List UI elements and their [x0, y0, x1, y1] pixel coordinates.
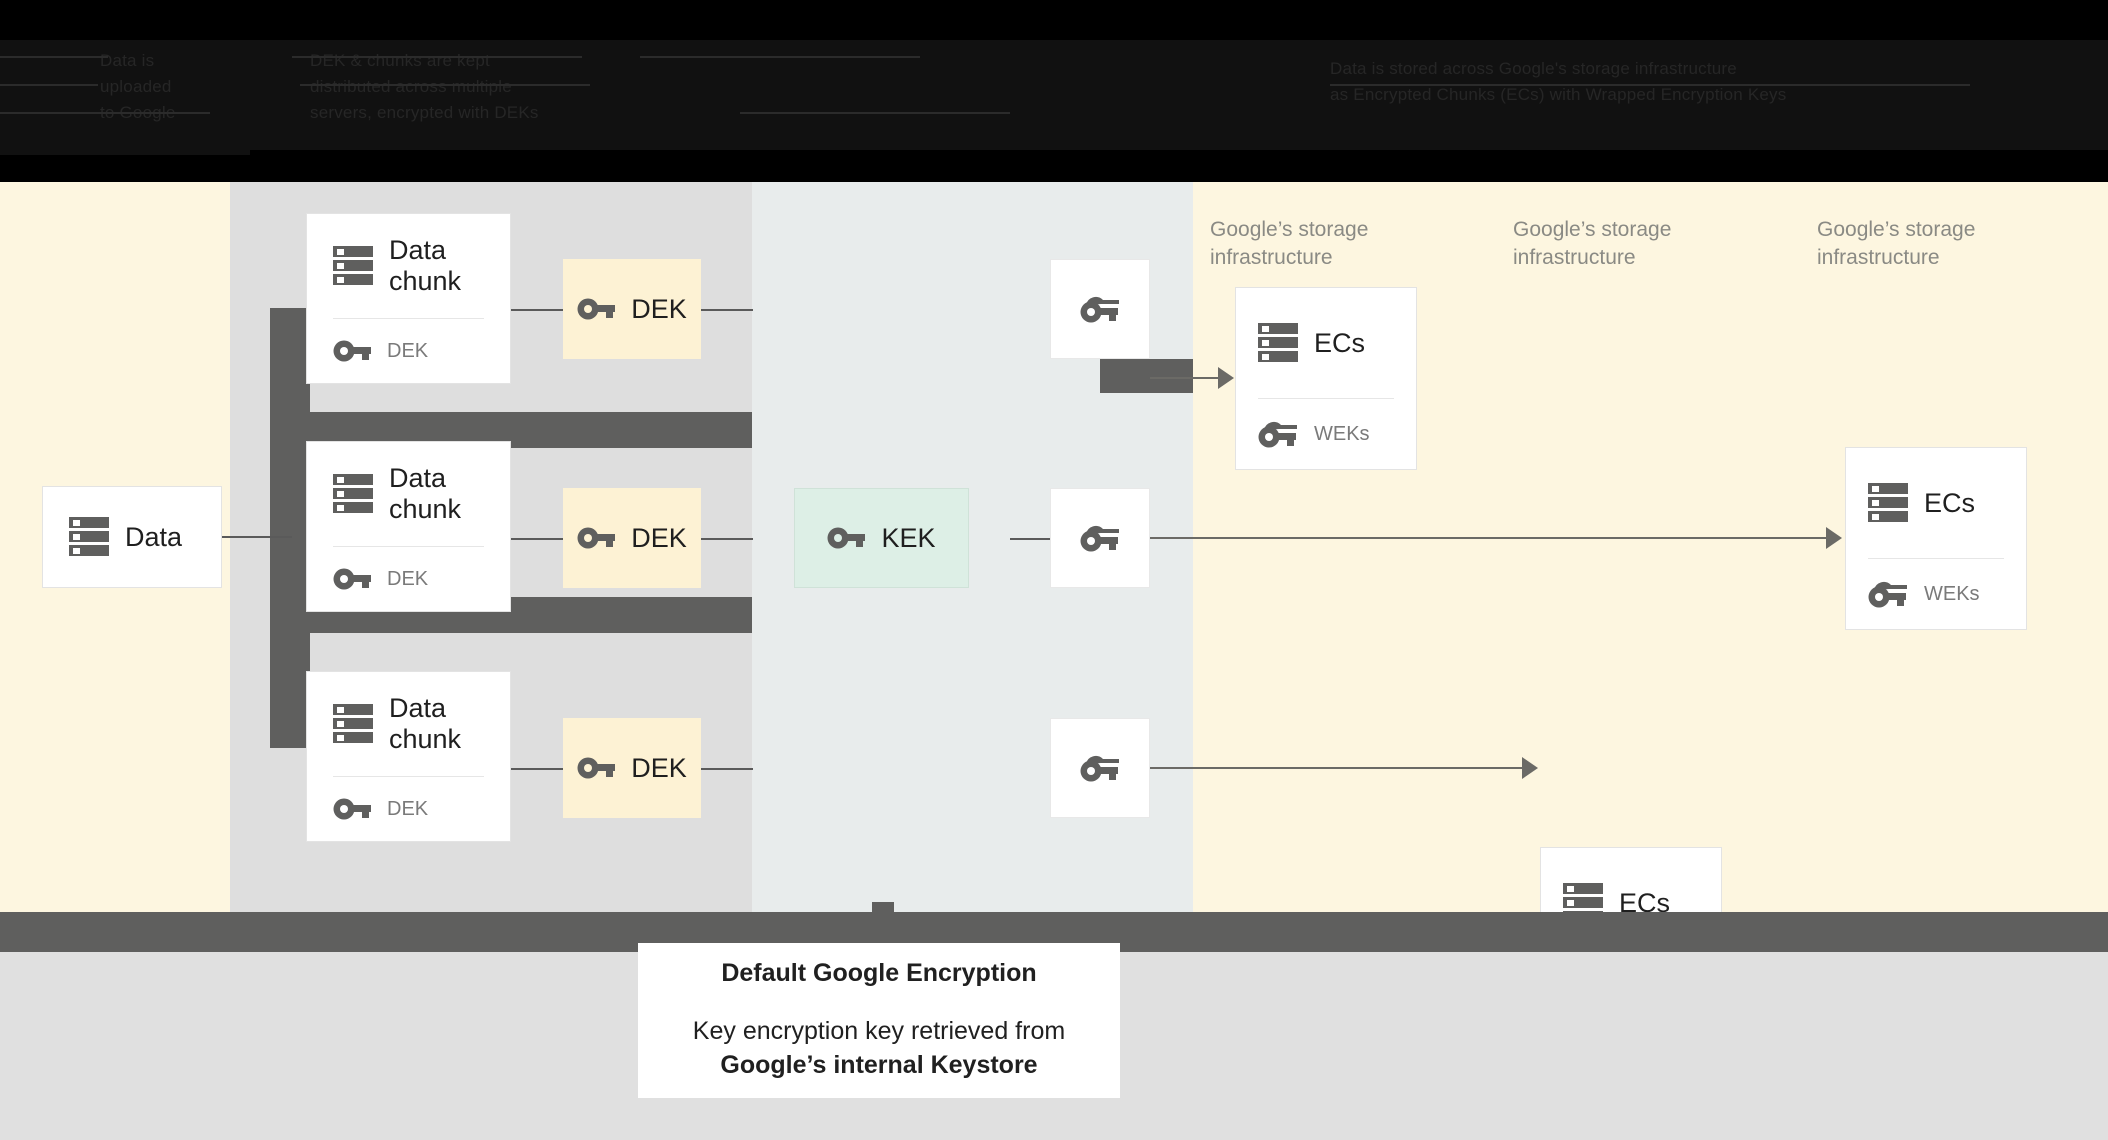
card-divider [333, 546, 484, 547]
wrapped-key-icon [1080, 754, 1120, 782]
card-divider [333, 318, 484, 319]
tile-wrapped-key[interactable] [1050, 718, 1150, 818]
key-icon [333, 339, 371, 363]
caption-title: Default Google Encryption [721, 959, 1037, 987]
header-rule [300, 84, 590, 86]
caption-line-1: Key encryption key retrieved from [692, 1017, 1066, 1045]
server-icon [1868, 482, 1908, 524]
server-icon [333, 473, 373, 515]
server-icon [333, 245, 373, 287]
caption-line-2: Google’s internal Keystore [720, 1051, 1038, 1079]
overlay-bar-small [872, 902, 894, 912]
key-icon [333, 567, 371, 591]
card-title: Data chunk [389, 235, 462, 296]
header-band [0, 40, 2108, 155]
key-icon [827, 526, 866, 550]
header-line: as Encrypted Chunks (ECs) with Wrapped E… [1330, 85, 1787, 104]
header-column-middle: DEK & chunks are kept distributed across… [310, 48, 539, 126]
tile-wrapped-key[interactable] [1050, 259, 1150, 359]
chip-label: KEK [881, 522, 936, 553]
connector-kek-wrapped [1010, 538, 1050, 540]
header-column-right: Data is stored across Google's storage i… [1330, 56, 1786, 108]
caption-card: Default Google Encryption Key encryption… [638, 943, 1120, 1098]
wrapped-key-icon [1080, 295, 1120, 323]
card-title: Data chunk [389, 463, 462, 524]
diagram-canvas: Data Data chunk [0, 182, 2108, 1030]
chip-dek[interactable]: DEK [563, 718, 701, 818]
chip-kek[interactable]: KEK [794, 488, 969, 588]
card-divider [1258, 398, 1394, 399]
connector-data-to-chunks [222, 536, 292, 538]
wrapped-key-icon [1080, 524, 1120, 552]
wrapped-key-icon [1258, 420, 1298, 448]
connector-dek-out [701, 309, 753, 311]
header-rule [740, 112, 1010, 114]
caption-body: Key encryption key retrieved from Google… [693, 1014, 1065, 1082]
card-key-label: DEK [387, 797, 429, 820]
server-icon [333, 703, 373, 745]
card-key-label: WEKs [1924, 582, 1980, 605]
server-icon [1258, 322, 1298, 364]
header-rule [1330, 84, 1970, 86]
header-line: Data is stored across Google's storage i… [1330, 59, 1737, 78]
card-key-label: DEK [387, 339, 429, 362]
label-storage-infrastructure: Google’s storage infrastructure [1817, 218, 1976, 269]
card-data-chunk[interactable]: Data chunk DEK [306, 671, 511, 842]
header-line: servers, encrypted with DEKs [310, 103, 539, 122]
header-rule [292, 56, 582, 58]
label-storage-infrastructure: Google’s storage infrastructure [1210, 218, 1369, 269]
key-icon [577, 756, 616, 780]
chip-label: DEK [631, 752, 687, 783]
chip-dek[interactable]: DEK [563, 259, 701, 359]
card-data-source[interactable]: Data [42, 486, 222, 588]
connector-dek-out [701, 538, 753, 540]
server-icon [69, 516, 109, 558]
key-icon [577, 297, 616, 321]
connector-chunk-dek [511, 538, 563, 540]
header-rule [0, 84, 98, 86]
label-storage-infrastructure: Google’s storage infrastructure [1513, 218, 1672, 269]
chip-label: DEK [631, 293, 687, 324]
connector-dek-out [701, 768, 753, 770]
card-title: Data [125, 521, 183, 552]
chip-label: DEK [631, 522, 687, 553]
card-title: Data chunk [389, 693, 462, 754]
card-key-label: DEK [387, 567, 429, 590]
card-data-chunk[interactable]: Data chunk DEK [306, 441, 511, 612]
header-line: uploaded [100, 77, 172, 96]
card-divider [1868, 558, 2004, 559]
connector-chunk-dek [511, 309, 563, 311]
card-title: ECs [1924, 487, 1976, 518]
header-column-left: Data is uploaded to Google [100, 48, 176, 126]
wrapped-key-icon [1868, 580, 1908, 608]
card-data-chunk[interactable]: Data chunk DEK [306, 213, 511, 384]
key-icon [333, 797, 371, 821]
key-icon [577, 526, 616, 550]
header-rule [640, 56, 920, 58]
arrow-to-ec-bottom [1150, 757, 1540, 779]
header-line: distributed across multiple [310, 77, 512, 96]
arrow-to-ec-top [1150, 367, 1235, 389]
chip-dek[interactable]: DEK [563, 488, 701, 588]
page-header: Data is uploaded to Google DEK & chunks … [0, 0, 2108, 155]
header-footer-mask [250, 150, 2108, 155]
card-ec-right[interactable]: ECs WEKs [1845, 447, 2027, 630]
header-rule [0, 112, 210, 114]
header-line: DEK & chunks are kept [310, 51, 490, 70]
overlay-bar-arrow-mask [1100, 359, 1193, 393]
header-line: Data is [100, 51, 155, 70]
overlay-bar-vertical [270, 308, 310, 748]
tile-wrapped-key[interactable] [1050, 488, 1150, 588]
card-key-label: WEKs [1314, 422, 1370, 445]
arrow-to-ec-middle [1150, 527, 1844, 549]
card-divider [333, 776, 484, 777]
header-rule [0, 56, 108, 58]
card-ec-top[interactable]: ECs WEKs [1235, 287, 1417, 470]
connector-chunk-dek [511, 768, 563, 770]
card-title: ECs [1314, 327, 1366, 358]
